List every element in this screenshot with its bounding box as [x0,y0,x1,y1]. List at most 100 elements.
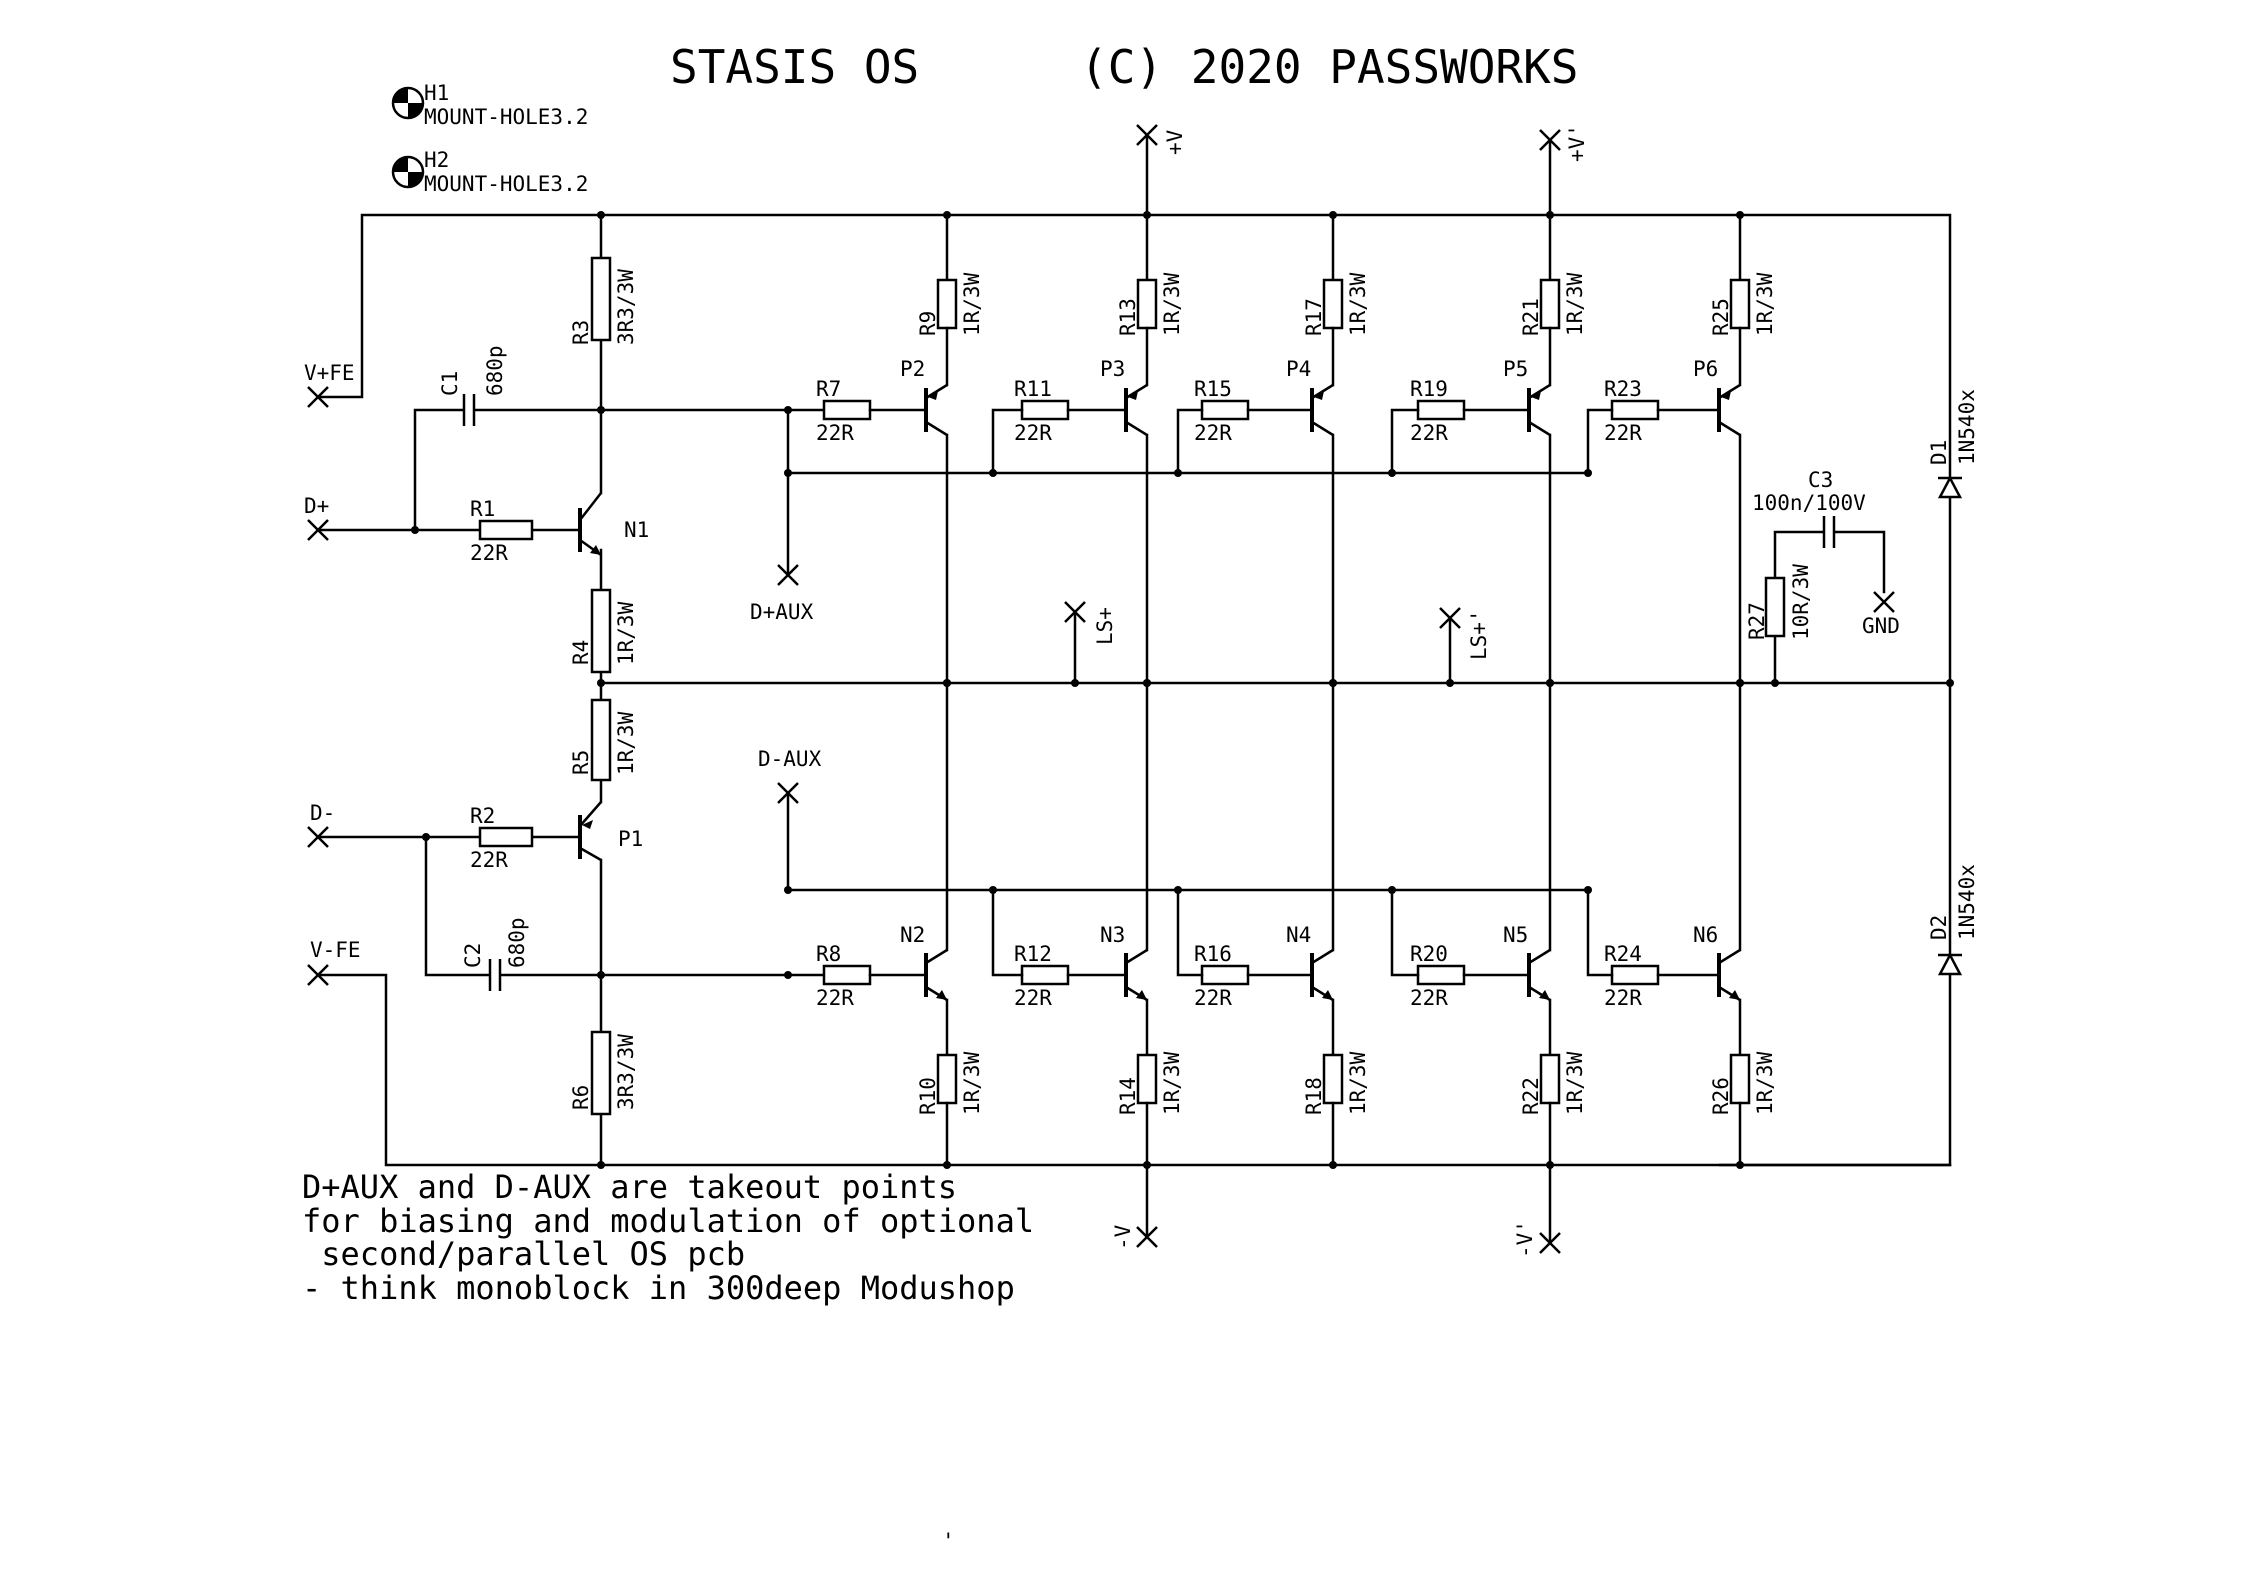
terminal-v-neg2[interactable]: -V' [1513,1220,1561,1258]
terminal-x-icon [1064,601,1086,623]
resistor-body [1322,278,1344,330]
transistor-emitter [579,801,602,827]
terminal-v-neg2-label: -V' [1513,1220,1537,1258]
resistor-body [1610,399,1660,421]
base-resistor-ref: R24 [1604,942,1642,966]
emitter-resistor-value: 1R/3W [1753,1051,1777,1115]
junction-dot [1143,679,1151,687]
output-stage-top-5 [1584,211,1751,687]
c2-value: 680p [505,917,529,968]
d2-ref: D2 [1927,915,1951,940]
transistor-emitter [1528,383,1551,400]
transistor-collector [1528,948,1551,965]
junction-dot [784,971,792,979]
junction-dot [1446,679,1454,687]
r1-value: 22R [470,541,508,565]
resistor-r27: R27 10R/3W [1745,564,1813,640]
junction-dot [597,971,605,979]
junction-dot [1736,211,1744,219]
r3-ref: R3 [569,320,593,345]
output-stage-bottom-2 [989,679,1158,1169]
transistor-collector [925,948,948,965]
junction-dot [1329,679,1337,687]
junction-dot [1736,1161,1744,1169]
base-resistor-value: 22R [1410,421,1448,445]
base-resistor-value: 22R [1604,421,1642,445]
resistor-body [1416,964,1466,986]
terminal-v-pos2[interactable]: +V' [1539,124,1589,162]
terminal-x-icon [307,386,329,408]
c3-gnd-wire [1834,530,1886,594]
resistor-body [1729,278,1751,330]
capacitor-c2: C2 680p [461,917,529,991]
resistor-body [478,519,534,541]
junction-dot [1174,886,1182,894]
mount-hole-h2: H2 MOUNT-HOLE3.2 [391,148,588,196]
c1-left-wire [413,408,464,532]
emitter-resistor-value: 1R/3W [960,272,984,336]
emitter-resistor-value: 1R/3W [1346,1051,1370,1115]
resistor-r6: R6 3R3/3W [569,1030,638,1116]
r5-ref: R5 [569,750,593,775]
junction-dot [422,833,430,841]
transistor-emitter [1125,383,1148,400]
r1-ref: R1 [470,497,495,521]
terminal-v-neg[interactable]: -V [1111,1224,1158,1250]
terminal-ls-pos[interactable]: LS+ [1064,601,1117,645]
emitter-arrow-icon [590,545,601,555]
junction-dot [943,679,951,687]
base-resistor-ref: R15 [1194,377,1232,401]
terminal-x-icon [1539,1232,1561,1254]
resistor-r4: R4 1R/3W [569,588,638,674]
resistor-body [1136,1053,1158,1105]
diode-d2: D2 1N540x [1927,864,1979,976]
transistor-ref: P4 [1286,357,1311,381]
terminal-d-neg[interactable]: D- [307,801,335,848]
terminal-d-pos-label: D+ [304,494,329,518]
r6-value: 3R3/3W [614,1034,638,1110]
junction-dot [1546,679,1554,687]
junction-dot [1143,211,1151,219]
terminal-x-icon [777,564,799,586]
resistor-body [1020,399,1070,421]
junction-dot [411,526,419,534]
c2-ref: C2 [461,943,485,968]
emitter-arrow-icon [1128,391,1138,400]
terminal-vfe-neg[interactable]: V-FE [307,938,361,986]
terminal-d-pos-aux[interactable]: D+AUX [750,564,814,624]
base-bus-wire [1176,888,1204,977]
resistor-r2: R2 22R [470,804,534,872]
terminal-v-pos[interactable]: +V [1136,124,1187,155]
terminal-vfe-pos[interactable]: V+FE [304,361,355,408]
c1-ref: C1 [438,371,462,396]
title-name: STASIS OS [670,40,919,94]
terminal-d-neg-aux[interactable]: D-AUX [758,747,822,804]
base-bus-wire [1586,888,1614,977]
emitter-arrow-icon [1539,990,1550,1000]
terminal-x-icon [1439,607,1461,629]
r4-value: 1R/3W [614,601,638,665]
terminal-ls-pos2[interactable]: LS+' [1439,607,1491,660]
base-bus-wire [1176,408,1204,475]
terminal-x-icon [1539,129,1561,151]
base-resistor-value: 22R [1194,986,1232,1010]
terminal-d-pos[interactable]: D+ [304,494,329,541]
emitter-resistor-value: 1R/3W [1346,272,1370,336]
r27-value: 10R/3W [1789,564,1813,640]
junction-dot [1329,1161,1337,1169]
title-copyright: (C) 2020 PASSWORKS [1080,40,1579,94]
junction-dot [1143,1161,1151,1169]
h2-value: MOUNT-HOLE3.2 [424,172,588,196]
base-resistor-value: 22R [1410,986,1448,1010]
r5-value: 1R/3W [614,711,638,775]
junction-dot [1546,1161,1554,1169]
note-line: - think monoblock in 300deep Modushop [302,1269,1015,1307]
junction-dot [1174,469,1182,477]
terminal-gnd[interactable]: GND [1862,591,1900,638]
emitter-resistor-value: 1R/3W [1563,1051,1587,1115]
terminal-x-icon [307,964,329,986]
terminal-v-pos2-label: +V' [1565,124,1589,162]
base-bus-wire [991,408,1024,475]
base-bus-wire [1390,888,1420,977]
transistor-ref: N3 [1100,923,1125,947]
